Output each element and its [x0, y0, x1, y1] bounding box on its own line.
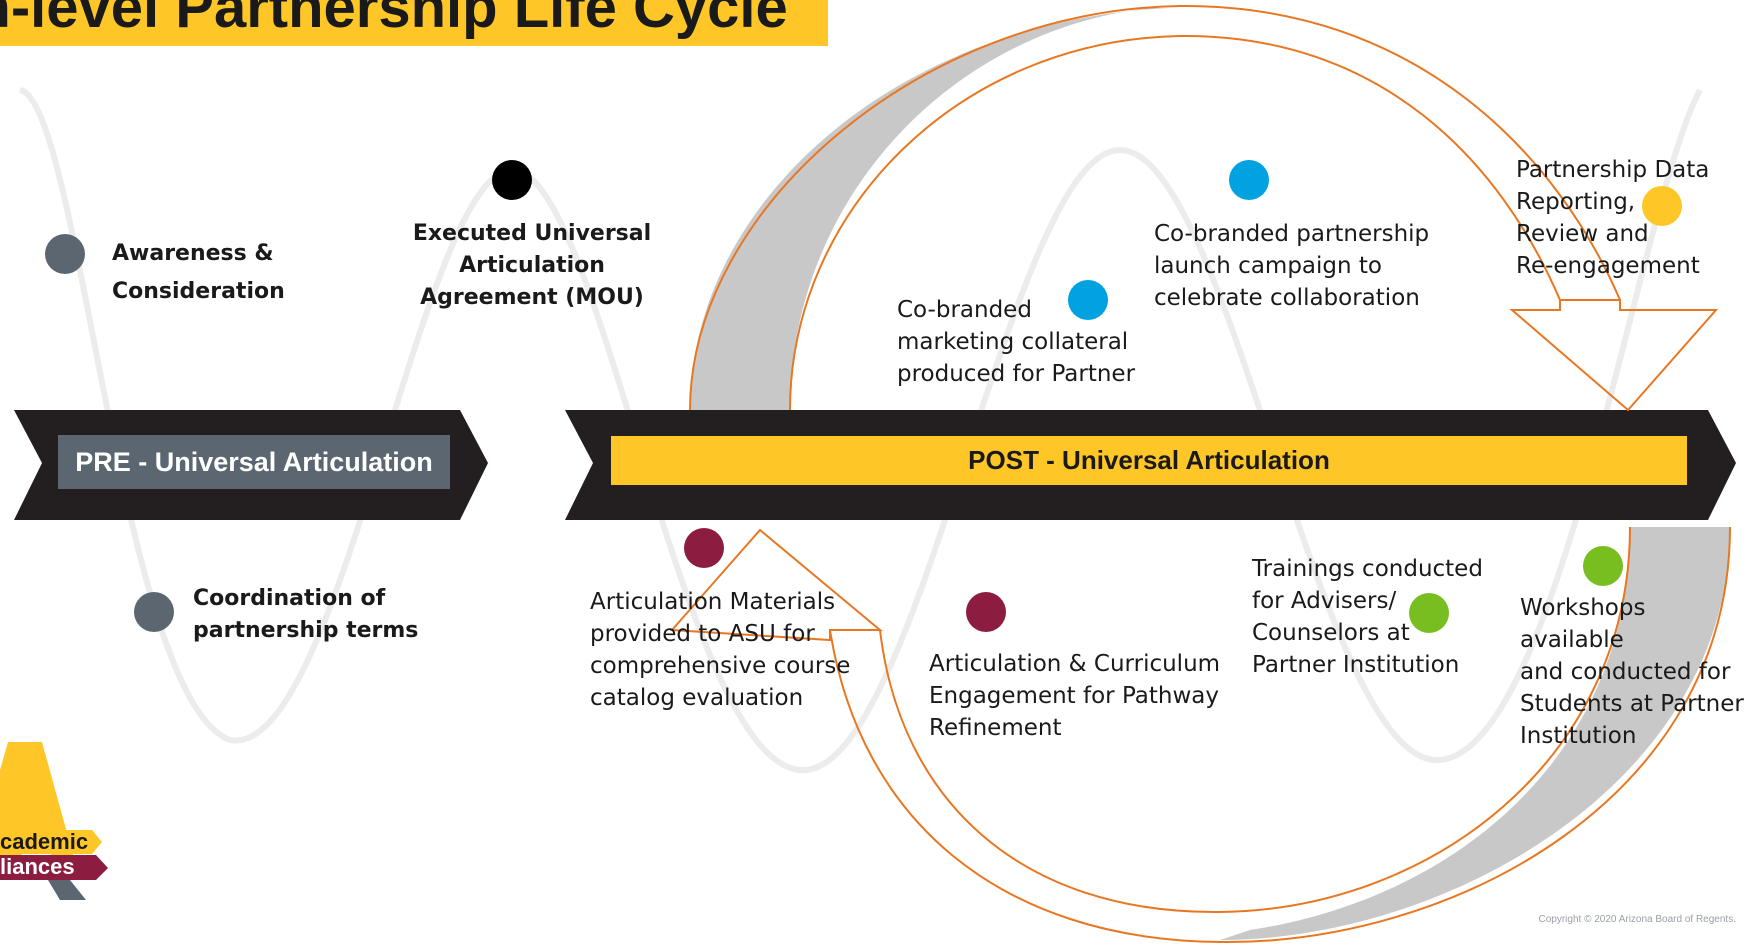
stage-launch-line1: Co-branded partnership [1154, 221, 1430, 247]
cycle-outline-top [689, 4, 1621, 411]
stage-data: Partnership Data Reporting, Review and R… [1516, 154, 1709, 282]
cycle-outline-inner [789, 34, 1561, 411]
page-title: gh-level Partnership Life Cycle [0, 0, 828, 46]
stage-workshops-line3: Students at Partner [1520, 691, 1744, 717]
stage-mou: Executed Universal Articulation Agreemen… [412, 218, 652, 314]
stage-coordination: Coordination of partnership terms [193, 583, 418, 647]
stage-launch-line2: launch campaign to [1154, 253, 1382, 279]
stage-materials-line3: comprehensive course [590, 653, 851, 679]
launch-dot [1229, 160, 1269, 200]
stage-coordination-line1: Coordination of [193, 586, 386, 611]
pre-banner: PRE - Universal Articulation [58, 435, 450, 489]
stage-curriculum: Articulation & Curriculum Engagement for… [929, 648, 1220, 744]
stage-materials-line4: catalog evaluation [590, 685, 804, 711]
materials-dot [684, 528, 724, 568]
stage-mou-line2: Articulation [459, 253, 605, 278]
logo-gray-leg [48, 880, 86, 900]
up-arrowhead [669, 528, 883, 642]
stage-curriculum-line3: Refinement [929, 715, 1062, 741]
stage-workshops: Workshops available and conducted for St… [1520, 592, 1748, 752]
upper-cycle-band [690, 8, 1170, 410]
background-wave [18, 87, 1703, 774]
post-banner: POST - Universal Articulation [611, 436, 1687, 485]
stage-trainings-line1: Trainings conducted [1252, 556, 1483, 582]
stage-collateral-line2: marketing collateral [897, 329, 1129, 355]
stage-collateral-line3: produced for Partner [897, 361, 1136, 387]
stage-collateral-line1: Co-branded [897, 297, 1032, 323]
stage-awareness: Awareness & Consideration [112, 238, 285, 308]
stage-trainings-line3: Counselors at [1252, 620, 1410, 646]
stage-data-line2: Reporting, [1516, 189, 1636, 215]
stage-trainings-line4: Partner Institution [1252, 652, 1460, 678]
trainings-dot [1409, 593, 1449, 633]
stage-trainings-line2: for Advisers/ [1252, 588, 1397, 614]
stage-launch: Co-branded partnership launch campaign t… [1154, 218, 1429, 314]
stage-data-line3: Review and [1516, 221, 1649, 247]
logo-gold-arrow [0, 830, 102, 854]
lower-cycle-band [1220, 527, 1730, 940]
stage-workshops-line1: Workshops available [1520, 595, 1646, 653]
stage-materials: Articulation Materials provided to ASU f… [590, 586, 850, 714]
stage-mou-line1: Executed Universal [412, 221, 652, 246]
down-arrowhead [1509, 299, 1719, 412]
stage-data-line1: Partnership Data [1516, 157, 1710, 183]
coordination-dot [134, 592, 174, 632]
stage-collateral: Co-branded marketing collateral produced… [897, 294, 1135, 390]
stage-materials-line2: provided to ASU for [590, 621, 815, 647]
stage-workshops-line4: Institution [1520, 723, 1637, 749]
logo-text-line1: cademic [0, 829, 89, 854]
awareness-dot [45, 234, 85, 274]
cycle-outline-bottom [829, 526, 1731, 944]
stage-curriculum-line1: Articulation & Curriculum [929, 651, 1221, 677]
logo-maroon-arrow [0, 855, 108, 880]
curriculum-dot [966, 592, 1006, 632]
stage-trainings: Trainings conducted for Advisers/ Counse… [1252, 553, 1483, 681]
stage-curriculum-line2: Engagement for Pathway [929, 683, 1219, 709]
data-dot [1642, 186, 1682, 226]
stage-materials-line1: Articulation Materials [590, 589, 836, 615]
workshops-dot [1583, 546, 1623, 586]
stage-workshops-line2: and conducted for [1520, 659, 1731, 685]
copyright-notice: Copyright © 2020 Arizona Board of Regent… [1538, 914, 1737, 925]
stage-coordination-line2: partnership terms [193, 618, 419, 643]
cycle-outline-bottom-inner [879, 526, 1631, 914]
stage-mou-line3: Agreement (MOU) [420, 285, 644, 310]
stage-launch-line3: celebrate collaboration [1154, 285, 1420, 311]
stage-awareness-line2: Consideration [112, 279, 285, 304]
mou-dot [492, 160, 532, 200]
logo-text-line2: liances [0, 854, 75, 879]
stage-awareness-line1: Awareness & [112, 241, 274, 266]
collateral-dot [1068, 280, 1108, 320]
stage-data-line4: Re-engagement [1516, 253, 1700, 279]
